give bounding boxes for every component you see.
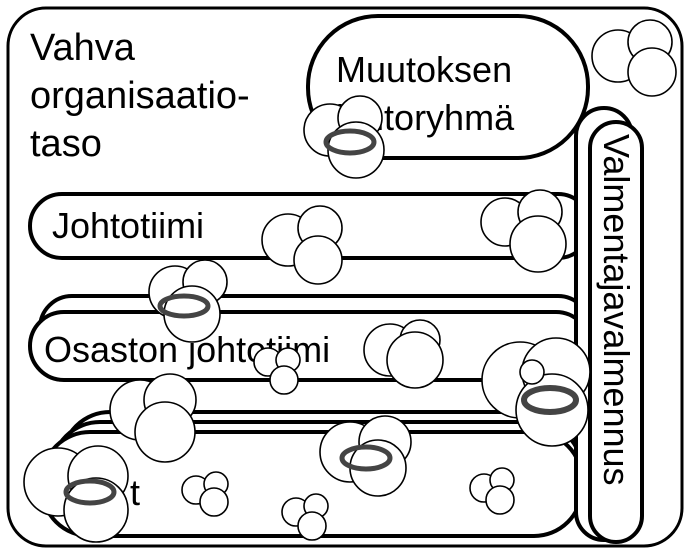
bubble-cluster-osasto	[363, 319, 444, 389]
logo-swirl-icon	[339, 444, 393, 472]
logo-swirl-icon	[63, 478, 117, 506]
logo-swirl-icon	[521, 385, 579, 415]
bubble-cluster-left	[148, 259, 228, 343]
bubble-cluster-johtotiimi-right	[480, 189, 567, 273]
outer-label-line-3: taso	[30, 123, 102, 165]
bubble-cluster-top-right	[591, 19, 677, 97]
outer-label-line-2: organisaatio-	[30, 75, 250, 117]
bubble-cluster-small-3	[281, 493, 329, 541]
bubble-cluster-bottom-corner	[23, 445, 129, 543]
muutoksen-label-line-1: Muutoksen	[336, 49, 512, 90]
logo-swirl-icon	[157, 293, 211, 319]
bubble-cluster-bottom-left	[109, 373, 197, 463]
valmennus-capsule-front	[588, 120, 644, 544]
bubble-cluster-muutoksen	[303, 95, 385, 179]
bubble-cluster-bottom-mid	[319, 415, 412, 497]
bubble-cluster-johtotiimi-mid	[261, 205, 343, 285]
logo-swirl-icon	[323, 128, 377, 156]
outer-label: Vahva organisaatio- taso	[30, 27, 250, 165]
bottom-capsule-label: t	[130, 472, 140, 513]
bubble-cluster-small-4	[469, 467, 515, 515]
bubble-cluster-small-2	[181, 471, 229, 517]
johtotiimi-label: Johtotiimi	[52, 205, 204, 246]
vertical-label: Valmentajavalmennus	[596, 134, 637, 486]
outer-label-line-1: Vahva	[30, 27, 136, 69]
bubble-cluster-right-large	[481, 337, 591, 447]
bubble-cluster-small-1	[253, 347, 301, 395]
